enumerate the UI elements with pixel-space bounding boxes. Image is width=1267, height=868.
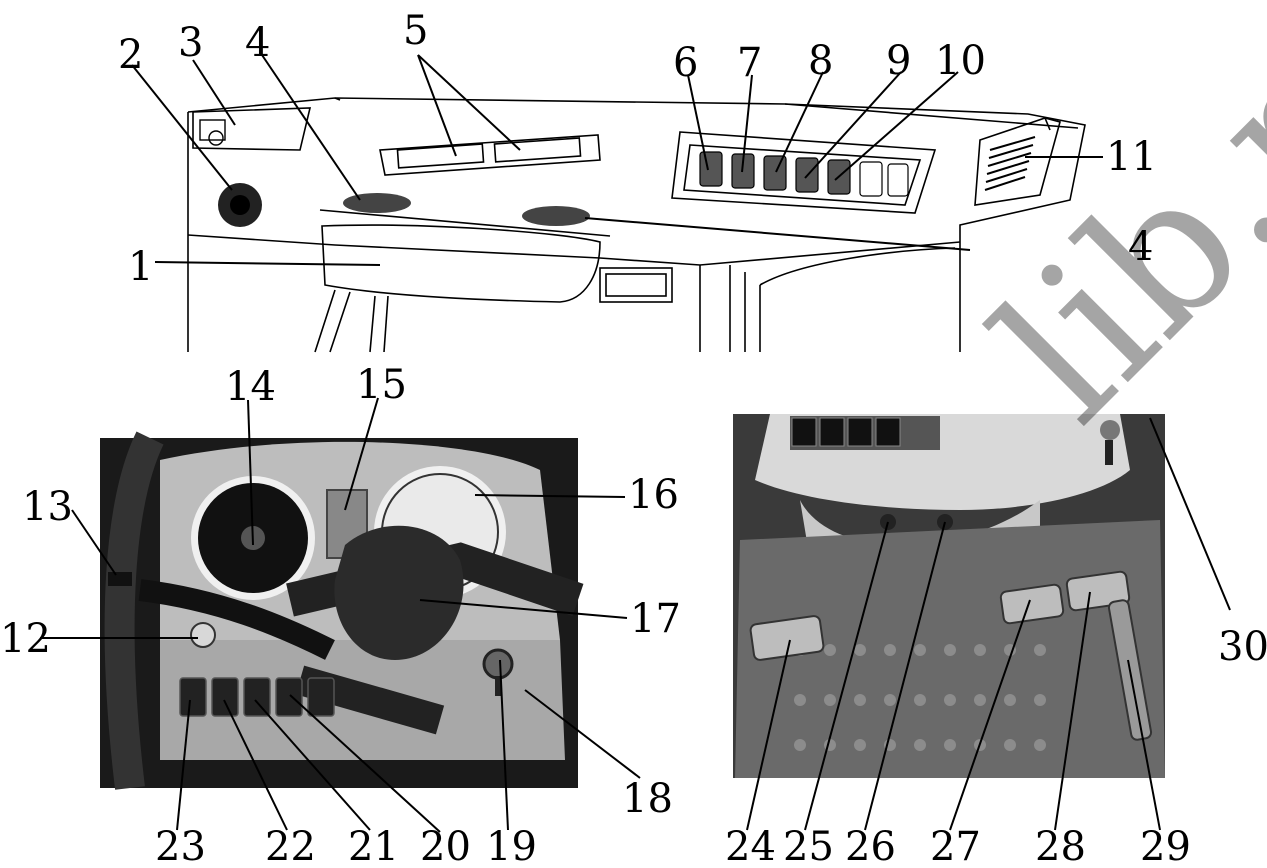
callout-1: 1 <box>128 244 153 290</box>
lever-tip <box>108 572 132 586</box>
callout-25: 25 <box>783 824 834 863</box>
brake-pedal-right <box>1065 570 1131 612</box>
callout-18: 18 <box>622 776 673 822</box>
callout-29: 29 <box>1140 824 1191 863</box>
speaker-grill-right <box>522 206 590 226</box>
callout-9: 9 <box>886 38 911 84</box>
callout-8: 8 <box>808 38 833 84</box>
callout-11: 11 <box>1106 134 1157 180</box>
callout-24: 24 <box>725 824 776 863</box>
turn-signal-lever <box>138 579 335 660</box>
callout-2: 2 <box>118 32 143 78</box>
clutch-pedal <box>749 615 825 661</box>
callout-28: 28 <box>1035 824 1086 863</box>
pedal-area-switches <box>791 417 901 447</box>
ignition-switch <box>482 648 514 680</box>
callout-3: 3 <box>178 20 203 66</box>
key-switch <box>1100 420 1120 440</box>
callout-22: 22 <box>265 824 316 863</box>
callout-15: 15 <box>356 362 407 408</box>
callout-30: 30 <box>1218 624 1267 670</box>
watermark-text: lib.rs <box>956 0 1267 462</box>
callout-20: 20 <box>420 824 471 863</box>
switch-row <box>699 151 909 197</box>
callout-17: 17 <box>630 596 681 642</box>
callout-6: 6 <box>673 40 698 86</box>
callout-27: 27 <box>930 824 981 863</box>
callout-10: 10 <box>935 38 986 84</box>
lower-switch-row <box>179 677 335 717</box>
speaker-grill-left <box>343 193 411 213</box>
callout-26: 26 <box>845 824 896 863</box>
brake-pedal <box>999 583 1065 625</box>
callout-21: 21 <box>348 824 399 863</box>
callout-16: 16 <box>628 472 679 518</box>
callout-labels: 1 2 3 4 4 5 6 7 8 9 10 11 12 13 14 15 16… <box>0 8 1267 868</box>
pedals-photo <box>733 414 1165 778</box>
callout-13: 13 <box>22 484 73 530</box>
callout-5: 5 <box>403 8 428 54</box>
instrument-cluster-photo <box>100 431 584 790</box>
top-dashboard-drawing <box>187 97 1086 353</box>
callout-7: 7 <box>737 40 762 86</box>
steering-wheel-pad <box>334 525 464 660</box>
side-vent <box>984 136 1036 191</box>
callout-4-right: 4 <box>1128 224 1153 270</box>
callout-14: 14 <box>225 364 276 410</box>
callout-23: 23 <box>155 824 206 863</box>
leader-lines <box>40 54 1231 833</box>
hazard-button <box>190 622 216 648</box>
callout-4-top: 4 <box>245 20 270 66</box>
callout-12: 12 <box>0 616 51 662</box>
callout-19: 19 <box>486 824 537 863</box>
